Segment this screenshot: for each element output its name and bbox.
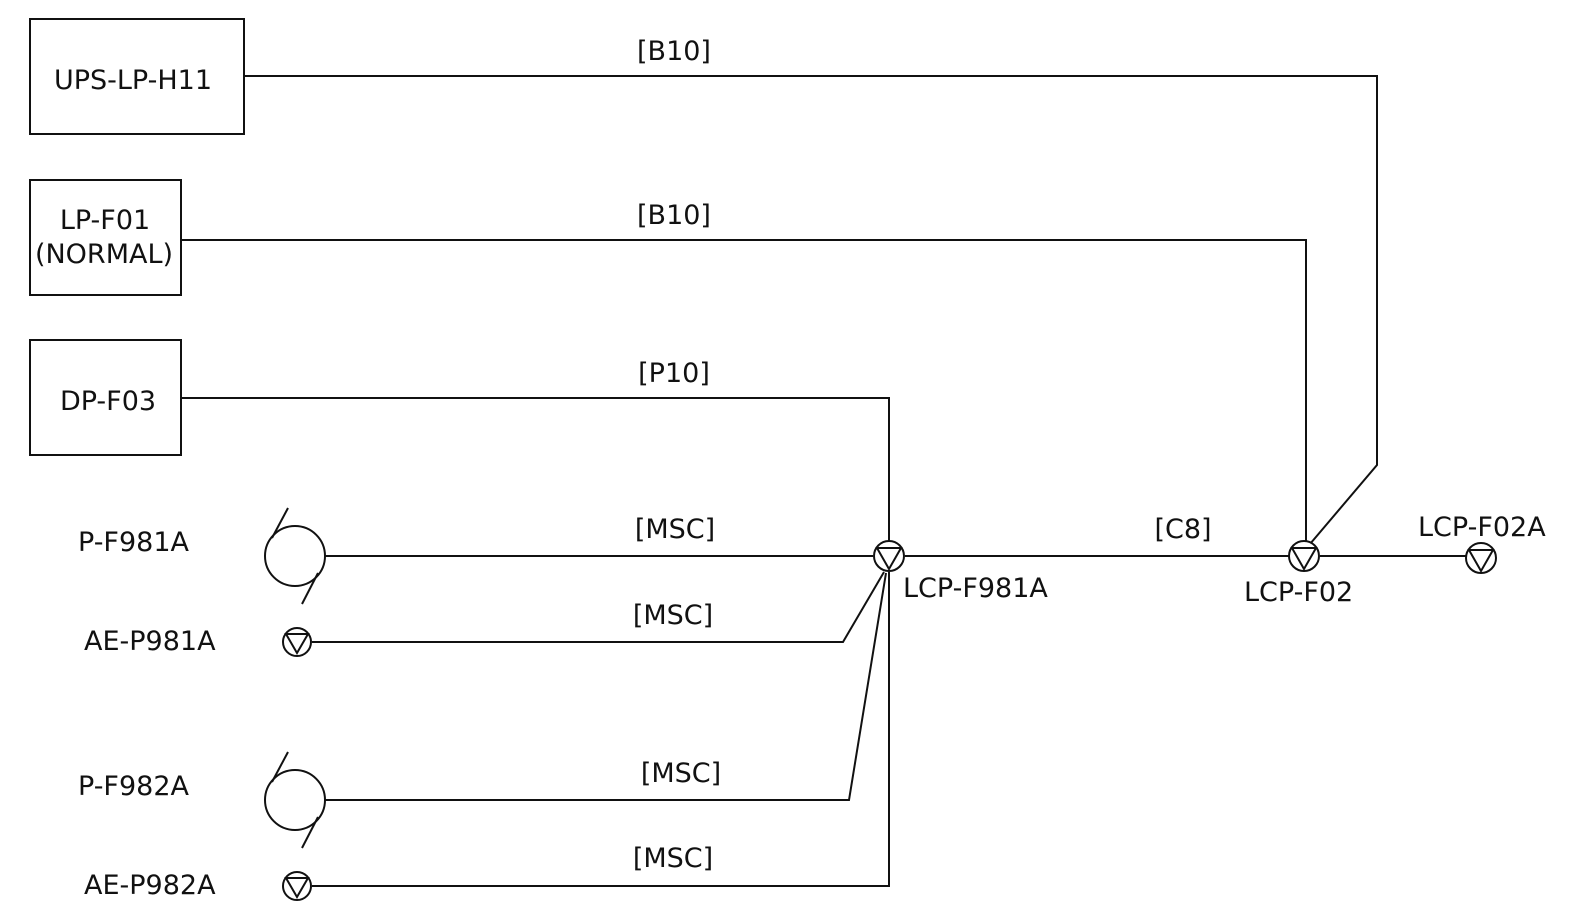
panel-dp-f03-box: [29, 339, 182, 456]
lcp-f02-icon: [1288, 540, 1320, 572]
lcp-f981a-label: LCP-F981A: [903, 573, 1048, 604]
cable-lp-f01-to-lcp-f02: [182, 239, 1307, 542]
cable-ae-p982a-to-lcp-f981a: [312, 572, 890, 887]
ae-p982a-icon: [282, 871, 312, 901]
panel-lp-f01-note: (NORMAL): [35, 239, 173, 270]
panel-dp-f03-label: DP-F03: [60, 386, 156, 417]
lcp-f02-label: LCP-F02: [1244, 577, 1353, 608]
cable-tag-dp-f03-to-lcp-f981a: [P10]: [638, 358, 710, 389]
panel-ups-lp-h11-label: UPS-LP-H11: [54, 65, 212, 96]
cable-p-f982a-to-lcp-f981a: [325, 572, 887, 801]
lcp-f02a-icon: [1465, 542, 1497, 574]
panel-lp-f01-box: [29, 179, 182, 296]
device-ae-p982a-label: AE-P982A: [84, 870, 216, 901]
panel-ups-lp-h11-box: [29, 18, 245, 135]
cable-tag-ae-p981a: [MSC]: [633, 600, 713, 631]
ae-p981a-icon: [282, 627, 312, 657]
cable-tag-ups-to-lcp-f02: [B10]: [637, 36, 711, 67]
motor-p-f982a-icon: [264, 751, 326, 849]
cable-tag-p-f981a: [MSC]: [635, 514, 715, 545]
cable-dp-f03-to-lcp-f981a: [182, 397, 890, 541]
cable-tag-ae-p982a: [MSC]: [633, 843, 713, 874]
motor-p-f981a-icon: [264, 507, 326, 605]
cable-tag-p-f982a: [MSC]: [641, 758, 721, 789]
device-p-f981a-label: P-F981A: [78, 527, 189, 558]
cable-ups-lp-h11-to-lcp-f02: [245, 75, 1378, 545]
cable-ae-p981a-to-lcp-f981a: [312, 571, 885, 643]
panel-lp-f01-label: LP-F01: [60, 205, 150, 236]
cable-tag-lp-f01-to-lcp-f02: [B10]: [637, 200, 711, 231]
device-ae-p981a-label: AE-P981A: [84, 626, 216, 657]
cable-tag-lcp-f981a-to-lcp-f02: [C8]: [1154, 514, 1211, 545]
lcp-f981a-icon: [873, 540, 905, 572]
lcp-f02a-label: LCP-F02A: [1418, 512, 1546, 543]
device-p-f982a-label: P-F982A: [78, 771, 189, 802]
